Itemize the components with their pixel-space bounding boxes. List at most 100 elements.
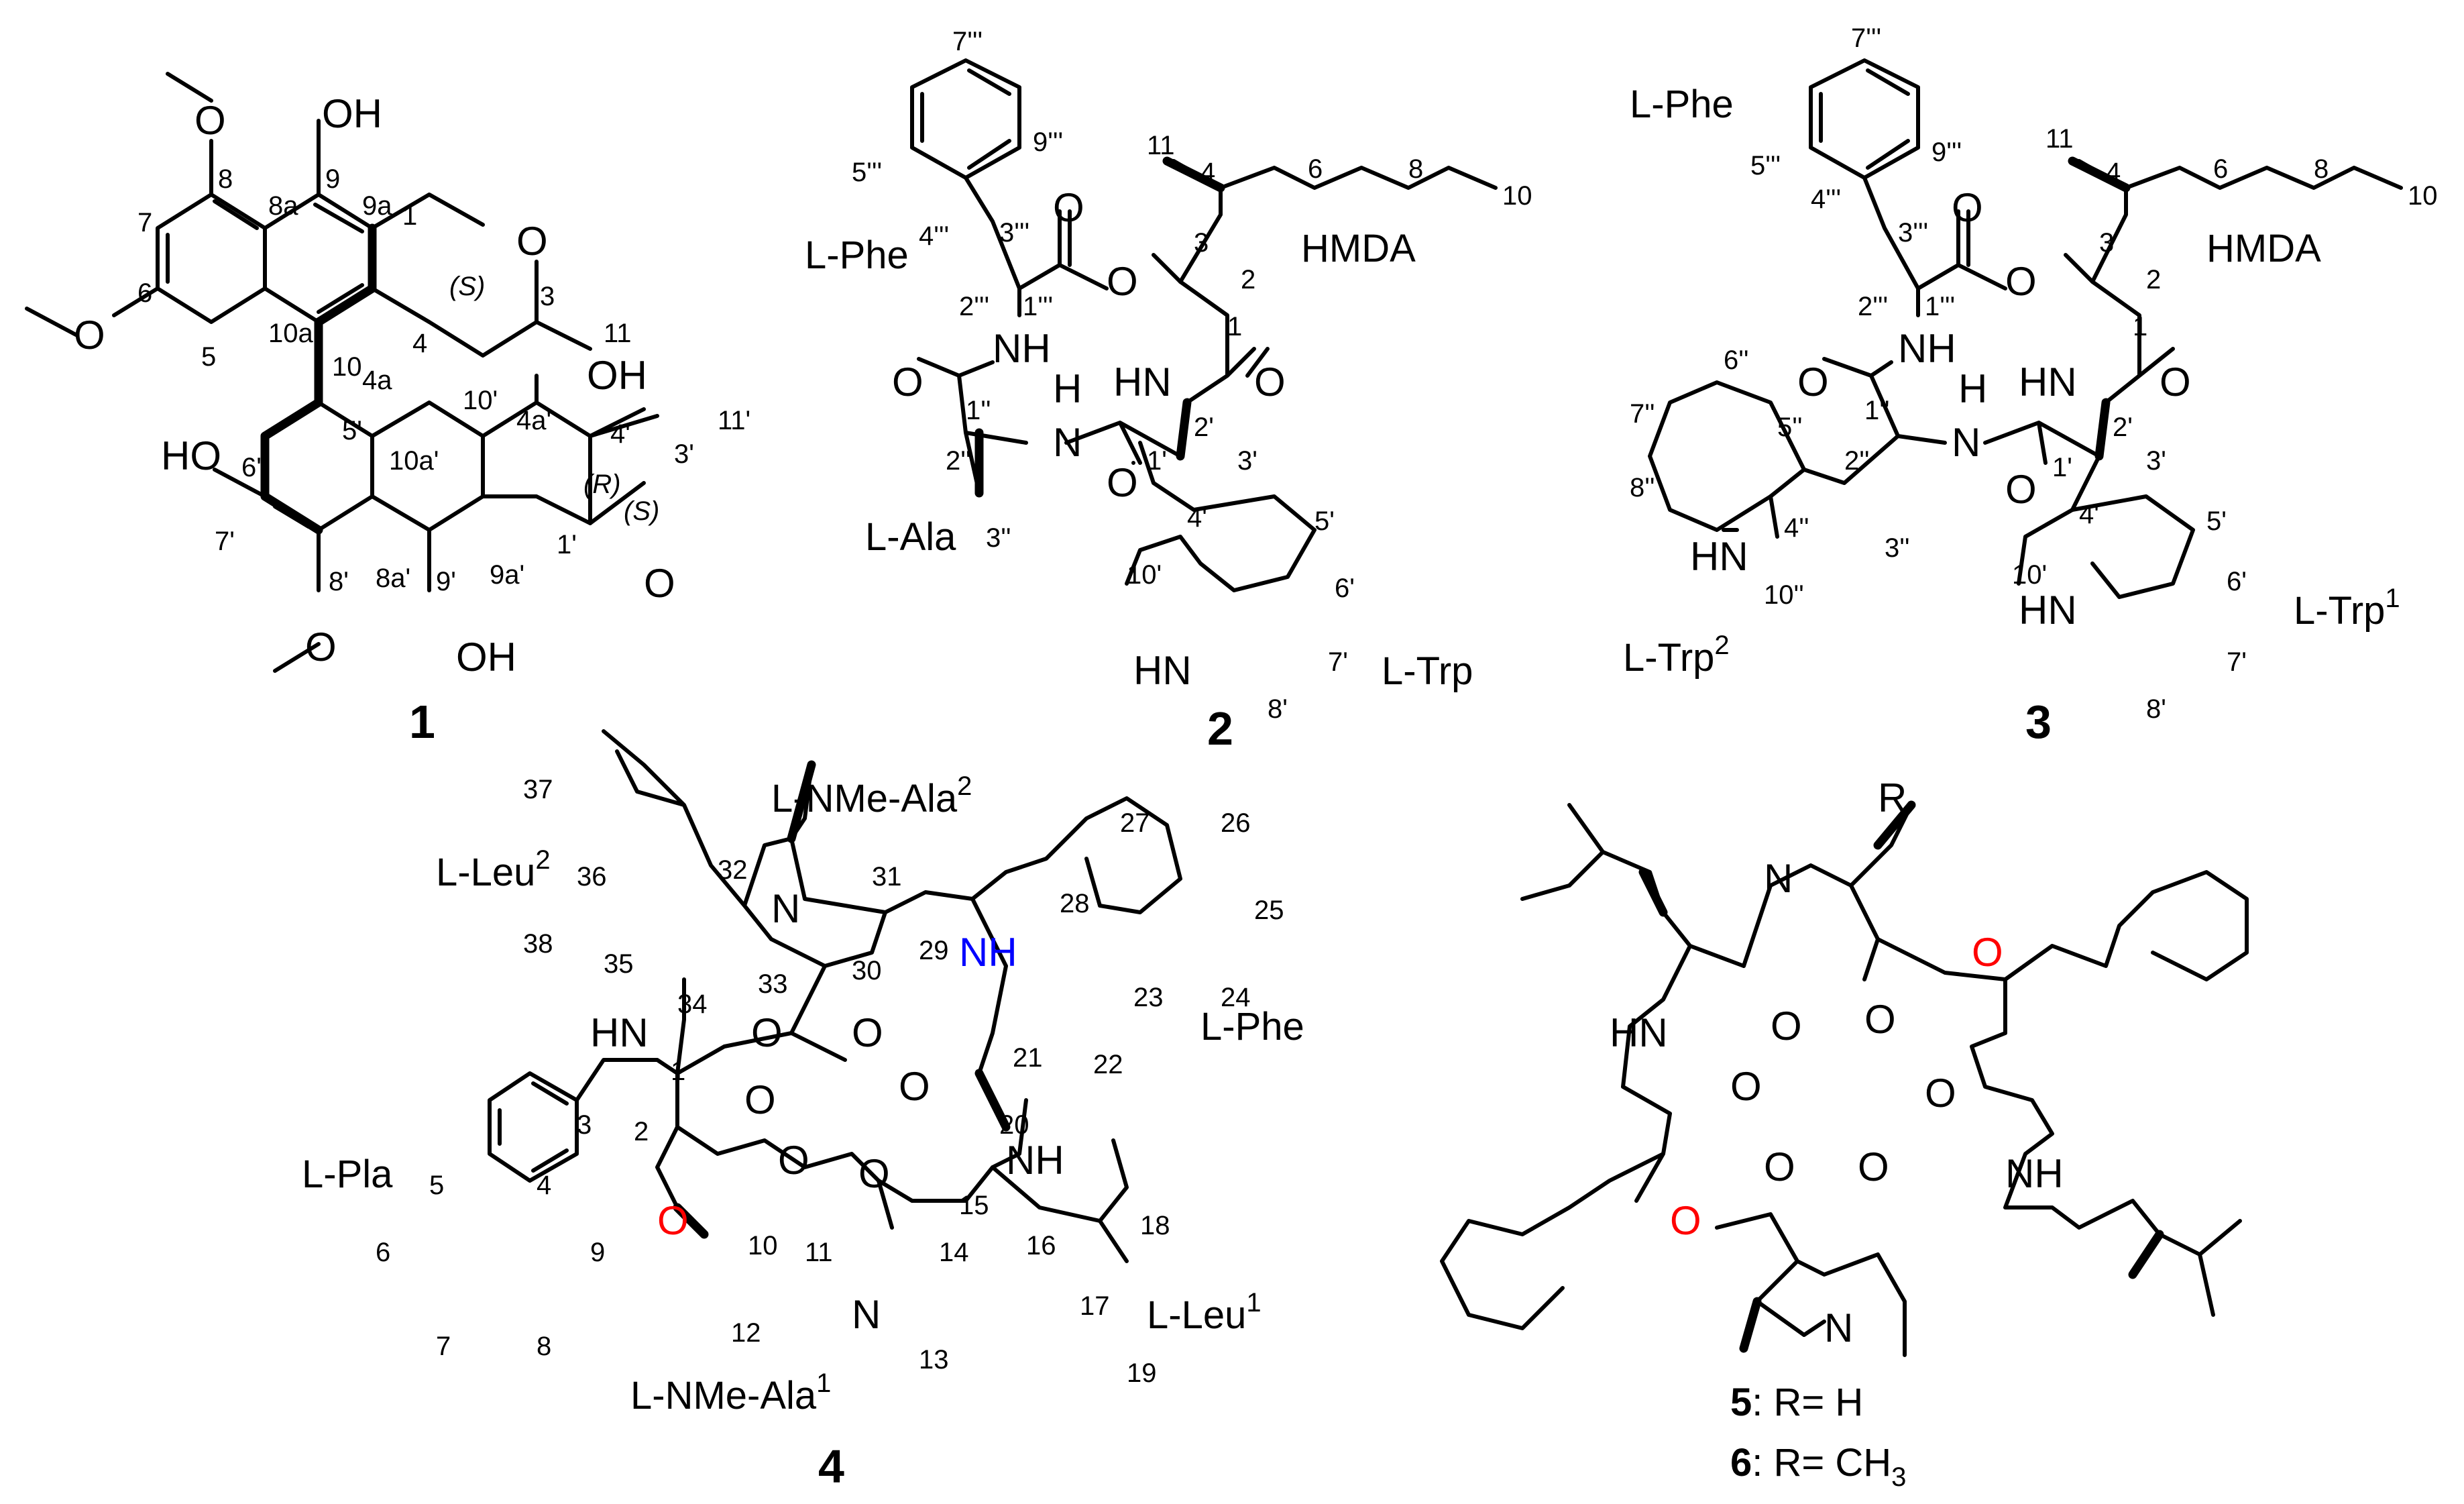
c2-residue-trp: L-Trp [1382, 649, 1473, 693]
c2-indole-hn: HN [1133, 648, 1192, 693]
c3-num-3prime: 3' [2146, 446, 2166, 476]
c4-num-36: 36 [577, 862, 607, 892]
c56-o-6: O [1858, 1144, 1889, 1189]
c2-num-4: 4 [1200, 158, 1215, 187]
c4-num-33: 33 [758, 969, 788, 999]
c3-num-7tprime: 7''' [1851, 23, 1881, 53]
c1-num-5prime: 5' [342, 416, 362, 445]
c3-hn: HN [2019, 360, 2077, 405]
c3-num-8dprime: 8'' [1630, 473, 1655, 502]
c4-o-c1: O [744, 1077, 776, 1122]
c3-amide-o2: O [2005, 467, 2037, 512]
c4-num-37: 37 [523, 775, 553, 804]
c2-num-1: 1 [1227, 312, 1242, 341]
c3-n: N [1952, 420, 1980, 465]
c2-num-7tprime: 7''' [952, 27, 983, 56]
c4-residue-leu2: L-Leu2 [436, 845, 551, 894]
c2-residue-ala: L-Ala [865, 515, 956, 559]
c2-num-8: 8 [1408, 154, 1423, 184]
c3-num-1prime: 1' [2052, 453, 2072, 482]
c3-num-1tprime: 1''' [1925, 292, 1955, 321]
c1-ring-o-bottom: O [644, 561, 675, 606]
compound-4-labels: L-Leu2 L-NMe-Ala2 L-Phe L-Pla L-NMe-Ala1… [302, 771, 1304, 1493]
c56-legend-6: 6: R= CH3 [1730, 1441, 1906, 1492]
c1-stereo-s3prime: (S) [624, 496, 659, 526]
c4-num-15: 15 [959, 1191, 989, 1220]
c3-num-5dprime: 5'' [1777, 413, 1803, 442]
c4-num-10: 10 [748, 1231, 778, 1260]
c56-nh: NH [2005, 1151, 2064, 1196]
c3-num-6prime: 6' [2227, 567, 2247, 596]
compound-4-label: 4 [818, 1440, 844, 1493]
c4-residue-nmeala1: L-NMe-Ala1 [630, 1368, 831, 1417]
compound-2-labels: L-Phe L-Ala L-Trp HMDA NH H N HN O O O O… [805, 27, 1532, 755]
c4-o-c14: O [858, 1151, 890, 1196]
compound-4-structure [488, 729, 1182, 1263]
c2-num-9tprime: 9''' [1033, 127, 1063, 157]
c4-num-29: 29 [919, 936, 949, 965]
c3-num-9tprime: 9''' [1931, 138, 1962, 167]
compound-5-6-structure [1440, 800, 2249, 1357]
c3-num-4: 4 [2106, 158, 2121, 187]
c3-num-2dprime: 2'' [1844, 446, 1870, 476]
c56-n-bottom: N [1824, 1305, 1853, 1350]
c3-ester-o2: O [2005, 259, 2037, 304]
c1-num-9a: 9a [362, 191, 392, 221]
c4-num-14: 14 [939, 1238, 969, 1267]
c2-num-4prime: 4' [1187, 503, 1207, 533]
c4-residue-leu1: L-Leu1 [1147, 1288, 1262, 1337]
c1-ome-6: O [74, 313, 105, 358]
c1-num-4aprime: 4a' [516, 406, 551, 435]
c1-num-7: 7 [137, 208, 152, 237]
c3-num-11: 11 [2046, 124, 2074, 154]
c2-amide-o2: O [1107, 460, 1138, 505]
c4-num-20: 20 [999, 1110, 1029, 1140]
c56-r-substituent: R [1878, 775, 1907, 820]
c3-residue-phe: L-Phe [1630, 83, 1734, 126]
c4-num-19: 19 [1127, 1358, 1157, 1388]
c2-h: H [1053, 366, 1082, 411]
c4-num-24: 24 [1221, 983, 1251, 1012]
c1-num-8: 8 [218, 164, 233, 194]
c1-num-10: 10 [332, 352, 362, 382]
c2-num-6: 6 [1308, 154, 1323, 184]
c1-ho-6prime: HO [161, 433, 221, 478]
c1-stereo-s3: (S) [449, 272, 485, 301]
c3-indole1-hn: HN [2019, 588, 2077, 633]
c56-o-2: O [1864, 997, 1896, 1042]
c3-num-7dprime: 7'' [1630, 399, 1655, 429]
c4-num-34: 34 [677, 989, 708, 1019]
c3-amide-o1: O [1797, 360, 1829, 405]
c3-amide-o3: O [2160, 360, 2191, 405]
c4-nh: NH [1006, 1138, 1064, 1183]
compound-3-label: 3 [2025, 696, 2052, 748]
c1-ome-8prime: O [305, 625, 337, 669]
c3-num-7prime: 7' [2227, 647, 2247, 677]
c2-num-4tprime: 4''' [919, 221, 949, 251]
c2-num-3: 3 [1194, 228, 1209, 258]
c3-num-5prime: 5' [2206, 506, 2227, 536]
c4-num-25: 25 [1254, 896, 1284, 925]
c56-hn: HN [1610, 1010, 1668, 1055]
c3-num-1: 1 [2133, 312, 2147, 341]
c4-num-2: 2 [634, 1117, 649, 1146]
c4-num-22: 22 [1093, 1050, 1123, 1079]
c1-oh-9prime: OH [456, 635, 516, 680]
c2-ester-o1: O [1053, 185, 1084, 230]
c4-n-13: N [852, 1292, 881, 1337]
c3-residue-trp1: L-Trp1 [2294, 584, 2400, 633]
c4-num-8: 8 [537, 1332, 551, 1361]
c1-oh-top: OH [322, 91, 382, 136]
c1-oh-4prime: OH [587, 353, 647, 398]
c3-num-10dprime: 10'' [1764, 580, 1804, 610]
c1-stereo-r4prime: (R) [583, 470, 621, 499]
c2-num-2dprime: 2'' [946, 446, 971, 476]
c4-num-21: 21 [1013, 1043, 1043, 1073]
c4-o-ester: O [657, 1198, 689, 1243]
c4-num-12: 12 [731, 1318, 761, 1348]
c2-amide-o1: O [892, 360, 923, 405]
c2-num-2prime: 2' [1194, 413, 1214, 442]
c3-ester-o1: O [1952, 185, 1983, 230]
c1-num-1: 1 [402, 201, 417, 231]
